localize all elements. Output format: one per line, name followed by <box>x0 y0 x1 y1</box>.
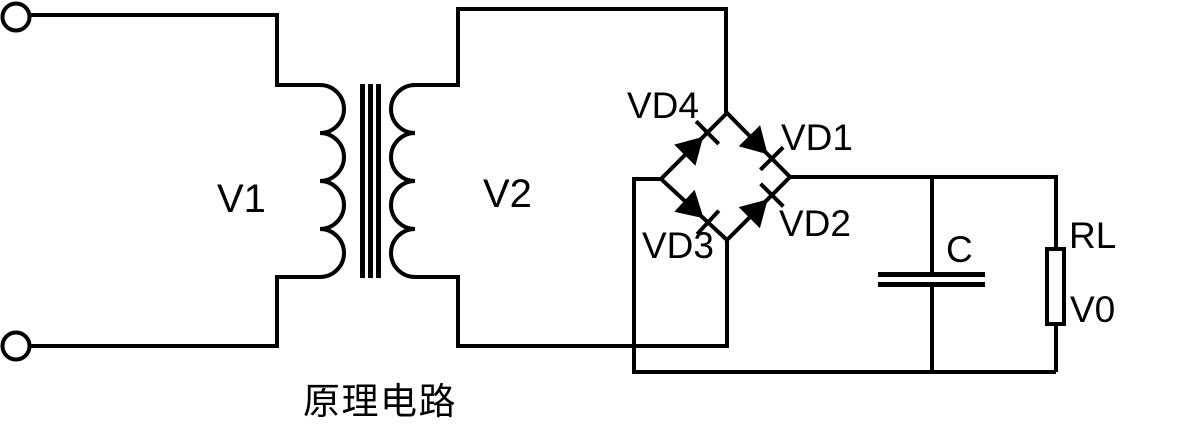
diode-vd4-cathode-bar <box>694 119 721 146</box>
secondary-voltage-label: V2 <box>483 172 532 216</box>
diode-vd2-icon <box>738 199 768 229</box>
diode-vd3-cathode-bar <box>695 209 721 236</box>
diode-vd4-icon <box>674 136 704 166</box>
secondary-bottom-lead-wire <box>415 240 729 348</box>
diode-vd2-cathode-bar <box>759 182 785 208</box>
diode-vd4-label: VD4 <box>627 85 699 126</box>
input-terminal-bottom-icon <box>0 330 32 362</box>
capacitor-plates-icon <box>878 272 985 287</box>
secondary-top-lead-wire <box>415 7 728 113</box>
capacitor-label: C <box>946 229 973 270</box>
bridge-diamond-wire <box>658 110 793 243</box>
diode-vd3-label: VD3 <box>642 225 714 266</box>
diode-vd2-label: VD2 <box>779 203 851 244</box>
positive-rail-wire <box>790 175 1058 249</box>
transformer-core-icon <box>360 84 381 278</box>
diode-vd1-label: VD1 <box>781 117 853 158</box>
negative-rail-wire <box>632 177 1056 374</box>
diode-vd1-icon <box>738 125 768 155</box>
input-terminal-top-icon <box>0 1 32 33</box>
diode-vd3-icon <box>674 189 704 219</box>
diagram-caption: 原理电路 <box>303 381 457 422</box>
load-resistor-icon <box>1045 247 1066 326</box>
primary-voltage-label: V1 <box>217 177 266 221</box>
load-resistor-label: RL <box>1069 215 1116 256</box>
secondary-winding-wire <box>389 83 416 279</box>
diode-vd1-cathode-bar <box>758 145 785 172</box>
output-voltage-label: V0 <box>1070 289 1115 330</box>
primary-winding-wire <box>30 13 346 348</box>
